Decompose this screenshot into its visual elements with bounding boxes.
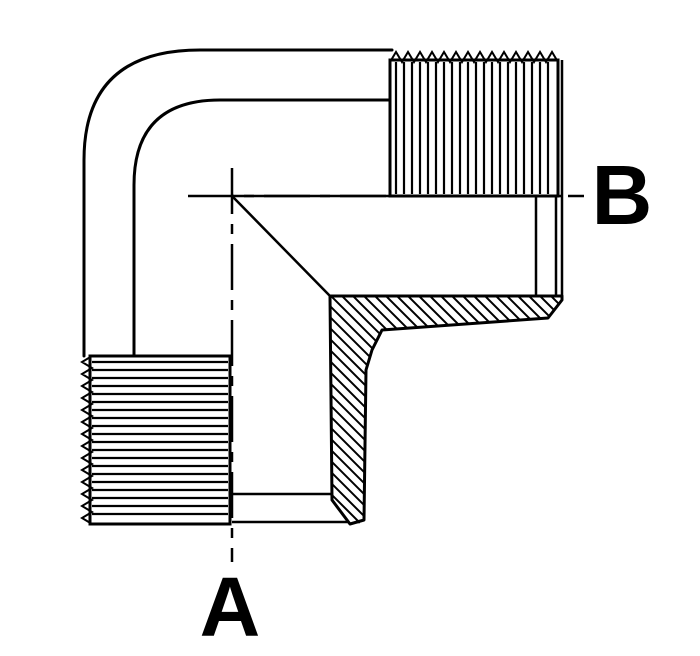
hatch-line — [579, 280, 700, 540]
hatch-line — [435, 296, 562, 524]
bore-diagonal — [231, 195, 331, 297]
thread-b-crest — [389, 50, 559, 64]
hatch-line — [446, 296, 562, 524]
hatch-line — [330, 296, 378, 524]
port-label-a: A — [200, 560, 261, 654]
centerlines — [188, 168, 584, 562]
hatch-line — [601, 280, 700, 540]
hatch-line — [424, 296, 562, 524]
hatch-line — [330, 296, 400, 524]
thread-a-grooves — [92, 360, 228, 516]
thread-port-a — [80, 354, 232, 526]
hatch-line — [590, 280, 700, 540]
hatch-line — [568, 280, 700, 540]
hatch-line — [545, 296, 562, 524]
inner-bend-outline — [132, 98, 394, 358]
hatch-line — [534, 296, 562, 524]
thread-a-block — [88, 354, 232, 526]
thread-b-grooves — [394, 62, 550, 194]
hatch-line — [612, 280, 700, 540]
outer-bend-outline — [82, 48, 394, 358]
thread-a-crest — [80, 355, 94, 525]
thread-port-b — [388, 50, 560, 198]
elbow-body-outline — [82, 48, 394, 358]
port-label-b: B — [592, 148, 653, 242]
hatch-line — [330, 296, 389, 524]
hatch-line — [523, 296, 562, 524]
hatch-line — [556, 296, 562, 524]
thread-b-block — [388, 58, 560, 198]
